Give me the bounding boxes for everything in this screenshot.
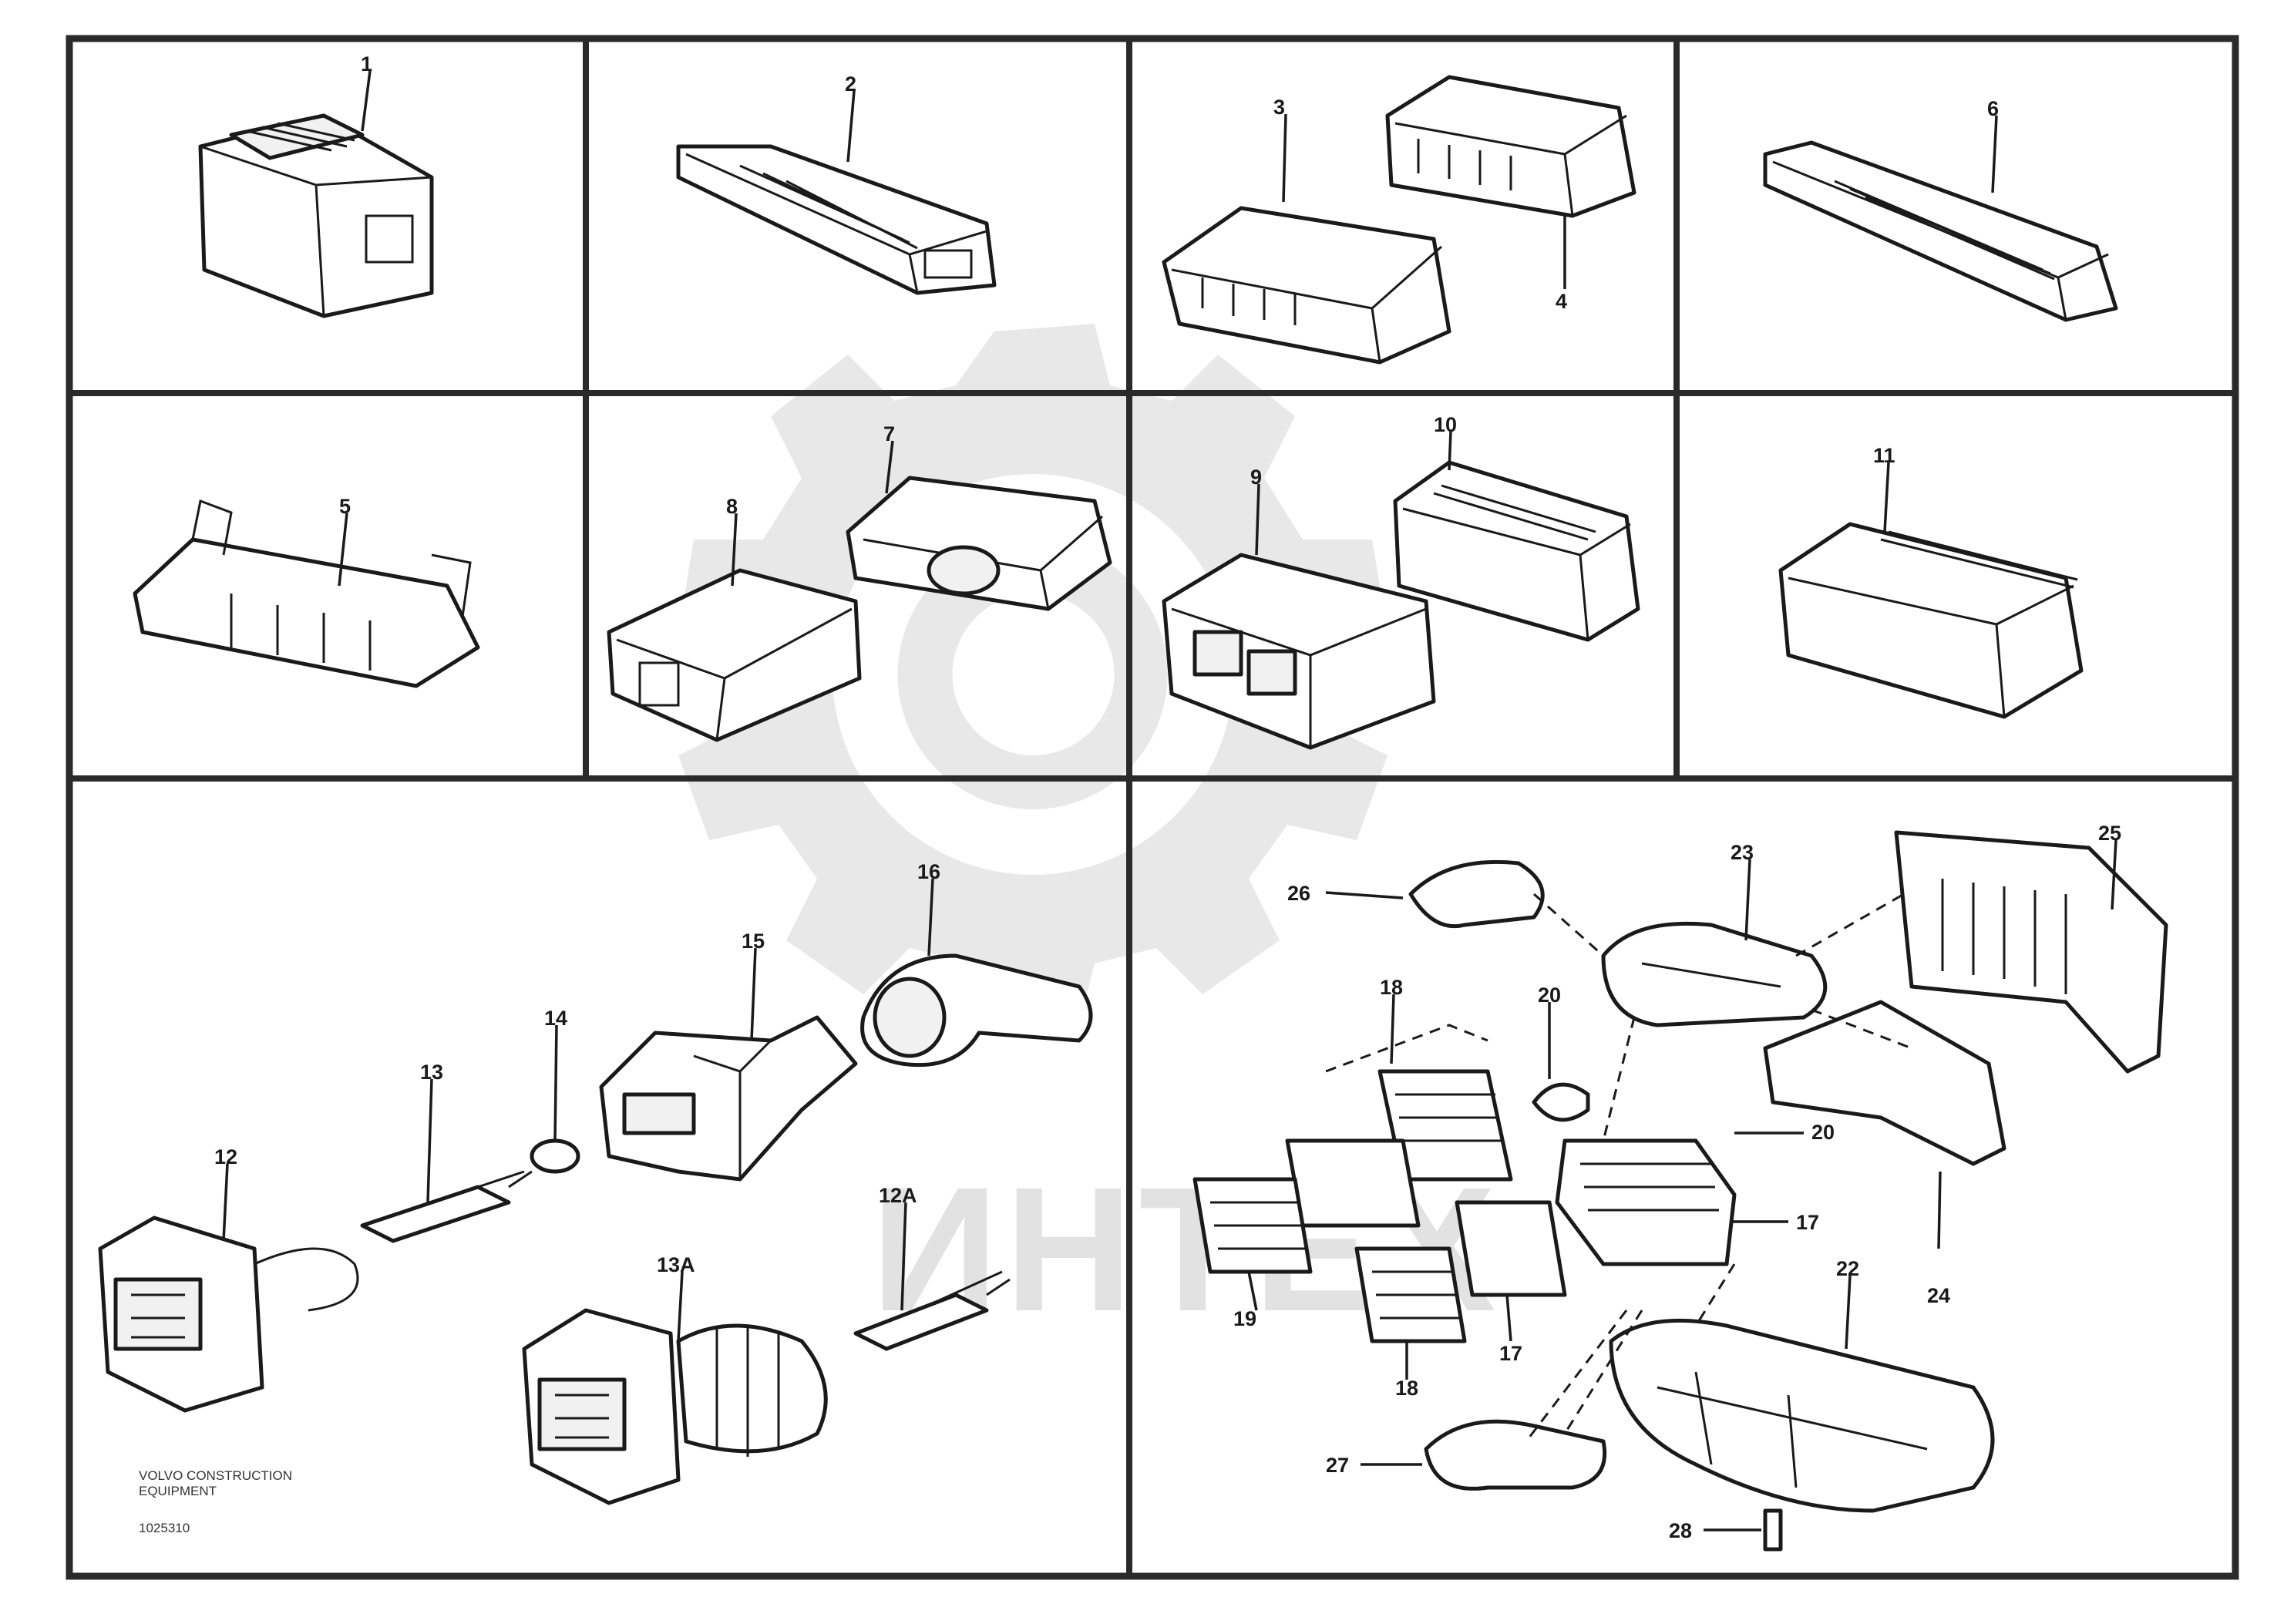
- connector-part-17: 17: [1555, 1138, 1819, 1266]
- connector-part-20: 20 20: [1532, 983, 1835, 1144]
- connector-part-3: 3: [1162, 96, 1451, 365]
- connector-part-2: 2: [676, 72, 997, 295]
- callout-4: 4: [1556, 290, 1567, 313]
- outer-frame: [66, 35, 2239, 1580]
- callout-17: 17: [1796, 1211, 1819, 1234]
- callout-23: 23: [1731, 841, 1754, 864]
- callout-12: 12: [214, 1145, 237, 1168]
- connector-part-5: 5: [133, 495, 480, 688]
- connector-part-16: 16: [860, 860, 1093, 1068]
- callout-2: 2: [845, 72, 856, 96]
- connector-part-27: 27: [1326, 1419, 1607, 1491]
- callout-19: 19: [1233, 1307, 1256, 1330]
- connector-part-13a: 13A: [522, 1253, 828, 1505]
- callout-20b: 20: [1811, 1121, 1835, 1144]
- connector-part-7: 7: [846, 422, 1112, 611]
- connector-part-18b: 18: [1354, 1246, 1467, 1400]
- connector-part-15: 15: [599, 930, 858, 1182]
- callout-10: 10: [1434, 413, 1457, 436]
- callout-9: 9: [1250, 466, 1262, 489]
- callout-13: 13: [420, 1061, 443, 1084]
- callout-25: 25: [2098, 822, 2121, 845]
- callout-18: 18: [1380, 976, 1403, 999]
- callout-28: 28: [1669, 1519, 1692, 1542]
- connector-part-8: 8: [607, 495, 862, 742]
- connector-part-13: 13: [360, 1061, 533, 1243]
- callout-3: 3: [1273, 96, 1285, 119]
- callout-12a: 12A: [879, 1184, 917, 1207]
- callout-8: 8: [726, 495, 738, 518]
- connector-part-21: 24: [1763, 1000, 2006, 1307]
- connector-part-12: 12: [98, 1145, 359, 1413]
- connector-part-22: 22: [1609, 1257, 1995, 1513]
- callout-14: 14: [544, 1007, 567, 1030]
- callout-17b: 17: [1499, 1342, 1522, 1365]
- connector-part-11: 11: [1778, 444, 2084, 719]
- connector-part-6: 6: [1763, 97, 2118, 322]
- connector-part-19: 19: [1192, 1138, 1421, 1330]
- callout-6: 6: [1987, 97, 1999, 120]
- callout-16: 16: [917, 860, 940, 883]
- connector-part-14: 14: [530, 1007, 580, 1174]
- callout-22: 22: [1836, 1257, 1859, 1280]
- connector-part-18: 18: [1325, 976, 1513, 1182]
- connector-part-28: 28: [1669, 1508, 1783, 1552]
- footer-code: 1025310: [139, 1521, 190, 1535]
- callout-5: 5: [339, 495, 351, 518]
- connector-part-26: 26: [1287, 859, 1545, 929]
- callout-18b: 18: [1395, 1377, 1418, 1400]
- connector-part-4: 4: [1385, 75, 1636, 313]
- connector-part-25: 25: [1894, 822, 2168, 1074]
- connector-part-12a: 12A: [853, 1184, 1011, 1351]
- callout-27: 27: [1326, 1454, 1349, 1477]
- callout-24: 24: [1927, 1284, 1950, 1307]
- callout-20: 20: [1538, 983, 1561, 1007]
- connector-part-1: 1: [198, 52, 434, 318]
- connector-part-23: 23: [1601, 841, 1828, 1027]
- connector-part-9: 9: [1162, 466, 1436, 750]
- callout-7: 7: [883, 422, 895, 446]
- callout-13a: 13A: [657, 1253, 695, 1276]
- callout-1: 1: [361, 52, 372, 76]
- callout-15: 15: [742, 930, 765, 953]
- connector-part-10: 10: [1393, 413, 1640, 642]
- connector-part-17b: 17: [1455, 1200, 1567, 1365]
- footer-line1: VOLVO CONSTRUCTION: [139, 1468, 292, 1483]
- callout-11: 11: [1873, 444, 1895, 467]
- footer-line2: EQUIPMENT: [139, 1484, 217, 1498]
- callout-26: 26: [1287, 882, 1310, 905]
